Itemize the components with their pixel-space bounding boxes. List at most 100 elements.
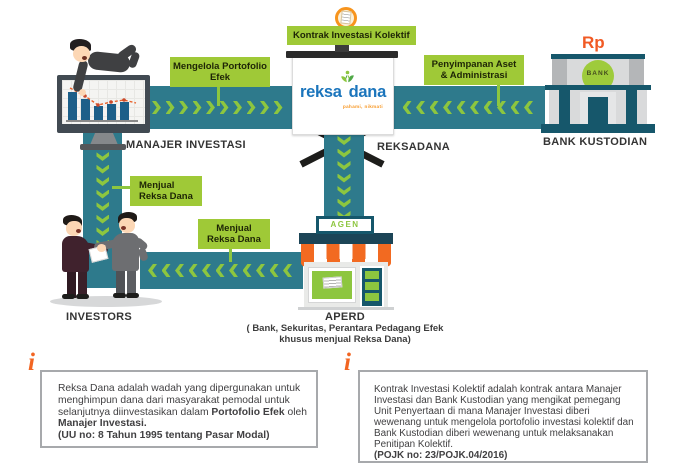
investor2-leg bbox=[116, 271, 125, 298]
connector-menjual-left bbox=[112, 186, 132, 189]
bank-sign: BANK bbox=[586, 70, 610, 77]
chevron-left-icon bbox=[483, 101, 493, 114]
aperd-sublabel: ( Bank, Sekuritas, Perantara Pedagang Ef… bbox=[246, 323, 444, 345]
info-text-segment: Manajer Investasi. bbox=[58, 418, 147, 430]
chevron-left-icon bbox=[416, 101, 425, 114]
door-slat bbox=[365, 282, 379, 290]
flow-label-menjual-bottom: Menjual Reksa Dana bbox=[198, 219, 270, 250]
chevron-down-icon bbox=[96, 214, 109, 224]
investor2-shoe bbox=[113, 293, 126, 298]
chevron-left-icon bbox=[161, 264, 171, 277]
declining-bar-chart bbox=[66, 87, 138, 122]
chevron-left-icon bbox=[202, 264, 211, 277]
info-text-segment: Kontrak Investasi Kolektif adalah kontra… bbox=[374, 384, 634, 450]
investor1-mouth bbox=[76, 229, 81, 233]
investor2-shoe bbox=[126, 293, 139, 298]
reksadana-board: reksa dana pahami, nikmati bbox=[292, 56, 394, 135]
info-text-segment: (UU no: 8 Tahun 1995 tentang Pasar Modal… bbox=[58, 430, 270, 442]
rupiah-symbol: Rp bbox=[582, 33, 605, 52]
connector-mengelola bbox=[217, 84, 220, 106]
chevron-right-icon bbox=[233, 101, 242, 114]
manager-hand bbox=[79, 89, 86, 96]
chevron-down-icon bbox=[96, 177, 109, 186]
handshake-hands bbox=[97, 244, 106, 252]
bank-column-right bbox=[626, 90, 637, 124]
chevrons-kustodian-to-reksadana bbox=[402, 86, 533, 129]
investor1-hair bbox=[63, 215, 82, 226]
manajer-investasi-label: MANAJER INVESTASI bbox=[126, 139, 246, 151]
investors-shadow bbox=[50, 296, 162, 307]
logo-text-reksa: reksa bbox=[300, 83, 342, 101]
chevron-right-icon bbox=[206, 101, 215, 114]
shop-ground-line bbox=[298, 307, 394, 310]
connector-menjual-bottom bbox=[229, 244, 232, 262]
investor1-shoe bbox=[62, 294, 75, 299]
chevron-right-icon bbox=[273, 101, 283, 114]
chevron-down-icon bbox=[337, 136, 351, 145]
bank-roof-strip bbox=[551, 54, 645, 59]
investor2-leg bbox=[127, 271, 136, 298]
sprout-icon bbox=[341, 70, 354, 83]
info-text-segment: Reksa Dana adalah wadah yang dipergunaka… bbox=[58, 383, 301, 418]
investor1-leg bbox=[78, 270, 87, 298]
chevron-right-icon bbox=[192, 101, 202, 114]
chevron-right-icon bbox=[219, 101, 229, 114]
bank-door bbox=[588, 97, 608, 124]
bank-cornice bbox=[545, 85, 651, 90]
reksadana-label: REKSADANA bbox=[377, 141, 450, 153]
flow-label-mengelola: Mengelola Portofolio Efek bbox=[170, 57, 270, 88]
chevron-down-icon bbox=[337, 148, 351, 158]
chevron-left-icon bbox=[443, 101, 452, 114]
shop-door bbox=[360, 266, 384, 308]
door-slat bbox=[365, 271, 379, 279]
chevron-left-icon bbox=[148, 264, 157, 277]
chevron-down-icon bbox=[96, 152, 109, 161]
chevron-right-icon bbox=[260, 101, 269, 114]
bank-kustodian-label: BANK KUSTODIAN bbox=[543, 136, 648, 148]
manager-head bbox=[73, 46, 90, 62]
bank-upper-block-left bbox=[552, 59, 567, 85]
logo-tagline: pahami, nikmati bbox=[343, 104, 384, 109]
chevrons-manajer-to-investors bbox=[96, 152, 109, 249]
agen-sign: AGEN bbox=[316, 216, 374, 234]
chevron-down-icon bbox=[337, 161, 351, 170]
chevron-left-icon bbox=[429, 101, 439, 114]
chevron-down-icon bbox=[96, 202, 109, 211]
chevron-left-icon bbox=[402, 101, 412, 114]
info-icon: i bbox=[28, 349, 35, 376]
chevrons-manajer-to-reksadana bbox=[152, 86, 283, 129]
chevron-left-icon bbox=[510, 101, 520, 114]
chevron-right-icon bbox=[152, 101, 161, 114]
monitor-stand-neck bbox=[90, 133, 118, 145]
chevron-down-icon bbox=[337, 173, 351, 183]
chevrons-reksadana-to-aperd bbox=[337, 136, 351, 220]
chevrons-aperd-to-investors bbox=[148, 252, 292, 289]
door-slat bbox=[365, 293, 379, 301]
info-box-kontrak: Kontrak Investasi Kolektif adalah kontra… bbox=[358, 370, 648, 463]
info-box-reksa-dana: Reksa Dana adalah wadah yang dipergunaka… bbox=[40, 370, 318, 448]
easel-knob bbox=[335, 44, 349, 52]
band-mid-vertical bbox=[324, 126, 364, 220]
investors-label: INVESTORS bbox=[66, 311, 133, 323]
shop-window-sign bbox=[322, 276, 343, 289]
bank-column-left bbox=[559, 90, 570, 124]
chevron-right-icon bbox=[179, 101, 188, 114]
chevron-right-icon bbox=[246, 101, 256, 114]
chevron-left-icon bbox=[524, 101, 533, 114]
investor1-leg bbox=[67, 270, 76, 298]
chevron-down-icon bbox=[337, 198, 351, 208]
chevron-right-icon bbox=[165, 101, 175, 114]
investor2-hair bbox=[118, 212, 137, 223]
agen-sign-text: AGEN bbox=[330, 220, 360, 229]
chevron-left-icon bbox=[269, 264, 279, 277]
reksa-dana-logo: reksa dana bbox=[293, 83, 393, 102]
chevron-down-icon bbox=[337, 186, 351, 195]
chevron-left-icon bbox=[242, 264, 252, 277]
chevron-left-icon bbox=[470, 101, 479, 114]
chevron-down-icon bbox=[96, 164, 109, 174]
flow-label-penyimpanan: Penyimpanan Aset & Administrasi bbox=[424, 55, 524, 86]
chevron-left-icon bbox=[175, 264, 184, 277]
info-text-segment: Portofolio Efek bbox=[211, 406, 285, 418]
chevron-left-icon bbox=[456, 101, 466, 114]
